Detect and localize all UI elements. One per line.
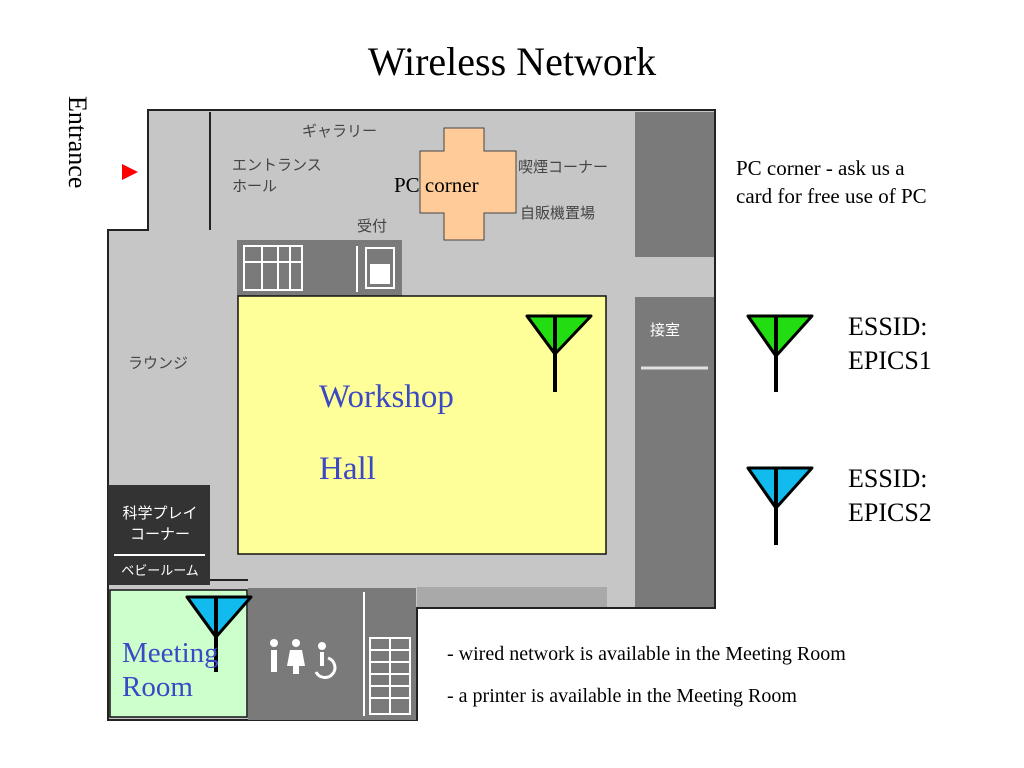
- elevator-icon: [365, 247, 395, 289]
- legend-essid1-label-line2: EPICS1: [848, 346, 932, 375]
- workshop-hall-label-line2: Hall: [319, 451, 376, 487]
- entrance-arrow-icon: [122, 164, 138, 180]
- science-play-block: [108, 485, 210, 585]
- meeting-room-label-line2: Room: [122, 671, 193, 703]
- note-printer: - a printer is available in the Meeting …: [447, 685, 797, 707]
- note-wired-network: - wired network is available in the Meet…: [447, 643, 846, 665]
- stairs-icon: [243, 245, 303, 291]
- entrance-hall-label-line2: ホール: [232, 177, 278, 195]
- page-title: Wireless Network: [367, 39, 657, 84]
- antenna-icon: [525, 314, 593, 392]
- antenna-icon: [746, 466, 814, 545]
- lounge-label: ラウンジ: [128, 354, 189, 372]
- reception-room-block: [635, 297, 714, 607]
- reception-room-label: 接室: [650, 321, 681, 339]
- meeting-room-label-line1: Meeting: [122, 637, 219, 669]
- toilet-icon: [270, 639, 337, 680]
- entrance-label: Entrance: [63, 96, 92, 189]
- pc-note-line2: card for free use of PC: [736, 184, 927, 208]
- antenna-icon: [746, 314, 814, 392]
- science-play-label-line1: 科学プレイ: [122, 504, 198, 522]
- smoking-corner-label: 喫煙コーナー: [518, 158, 609, 176]
- baby-room-label: ベビールーム: [121, 564, 199, 579]
- legend-essid1-label-line1: ESSID:: [848, 312, 928, 341]
- pc-corner-label: PC corner: [394, 173, 479, 197]
- pc-corner-area: [419, 127, 517, 241]
- science-play-label-line2: コーナー: [129, 525, 190, 543]
- gallery-label: ギャラリー: [302, 122, 378, 140]
- reception-label: 受付: [357, 217, 388, 235]
- antenna-icon: [185, 595, 253, 672]
- legend-essid2-label-line1: ESSID:: [848, 464, 928, 493]
- pc-note-line1: PC corner - ask us a: [736, 156, 905, 180]
- vending-area-label: 自販機置場: [520, 204, 596, 222]
- workshop-hall-label-line1: Workshop: [319, 379, 454, 415]
- legend-essid2-label-line2: EPICS2: [848, 498, 932, 527]
- entrance-hall-label-line1: エントランス: [232, 156, 322, 174]
- bottom-strip: [417, 587, 607, 607]
- right-wing-block: [635, 112, 714, 257]
